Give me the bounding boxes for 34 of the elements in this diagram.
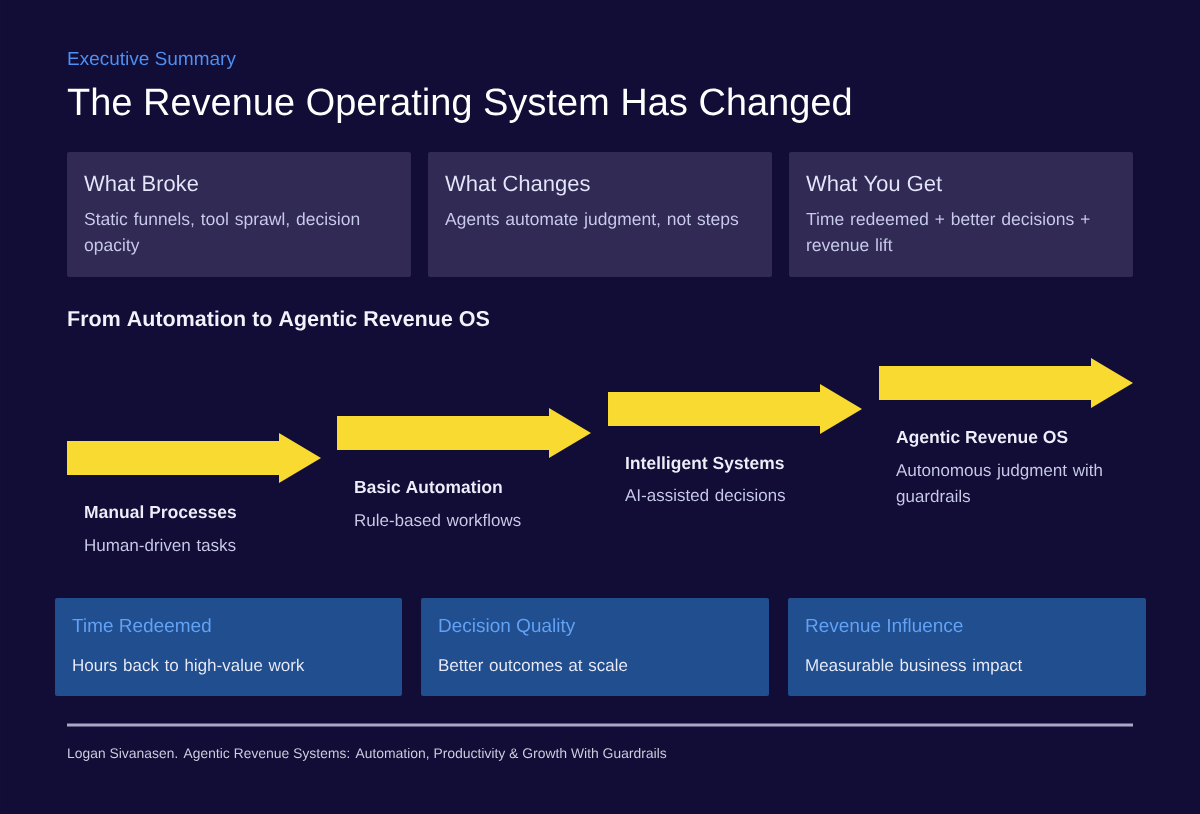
heading: Time Redeemed	[72, 618, 211, 633]
stage-description: Autonomous judgment with guardrails	[896, 463, 1102, 506]
section-heading: From Automation to Agentic Revenue OS	[68, 310, 490, 331]
stage-heading: Manual Processes	[85, 505, 236, 519]
heading: What Broke	[84, 175, 198, 192]
stage-description: Human-driven tasks	[85, 538, 236, 552]
stage-heading: Basic Automation	[355, 480, 502, 494]
summary-card	[67, 152, 411, 277]
description: Time redeemed + better decisions + revenue lift	[806, 212, 1090, 252]
stage-step	[67, 433, 321, 552]
stage-step	[337, 408, 591, 527]
description: Hours back to high-value work	[73, 658, 305, 675]
description: Better outcomes at scale	[439, 658, 628, 672]
summary-card	[428, 152, 772, 277]
heading: What You Get	[806, 175, 942, 192]
section-label: Executive Summary	[68, 51, 236, 69]
stage-step	[608, 384, 862, 502]
heading: Revenue Influence	[806, 618, 963, 633]
stage-description: Rule-based workflows	[355, 513, 521, 527]
stage-description: AI-assisted decisions	[625, 488, 785, 502]
metric-card	[421, 598, 769, 696]
description: Static funnels, tool sprawl, decision opacity	[84, 212, 360, 255]
source-citation: Logan Sivanasen. Agentic Revenue Systems: Automation, Productivity & Growth With Guardrails	[68, 747, 667, 761]
stage-heading: Intelligent Systems	[626, 456, 784, 473]
description: Measurable business impact	[806, 658, 1023, 675]
title: The Revenue Operating System Has Changed	[67, 87, 851, 123]
stage-heading: Agentic Revenue OS	[896, 430, 1068, 447]
description: Agents automate judgment, not steps	[445, 212, 739, 229]
summary-card	[789, 152, 1133, 277]
stage-step	[879, 358, 1133, 506]
metric-card	[55, 598, 402, 696]
heading: What Changes	[445, 175, 590, 196]
heading: Decision Quality	[439, 618, 576, 636]
metric-card	[788, 598, 1146, 696]
